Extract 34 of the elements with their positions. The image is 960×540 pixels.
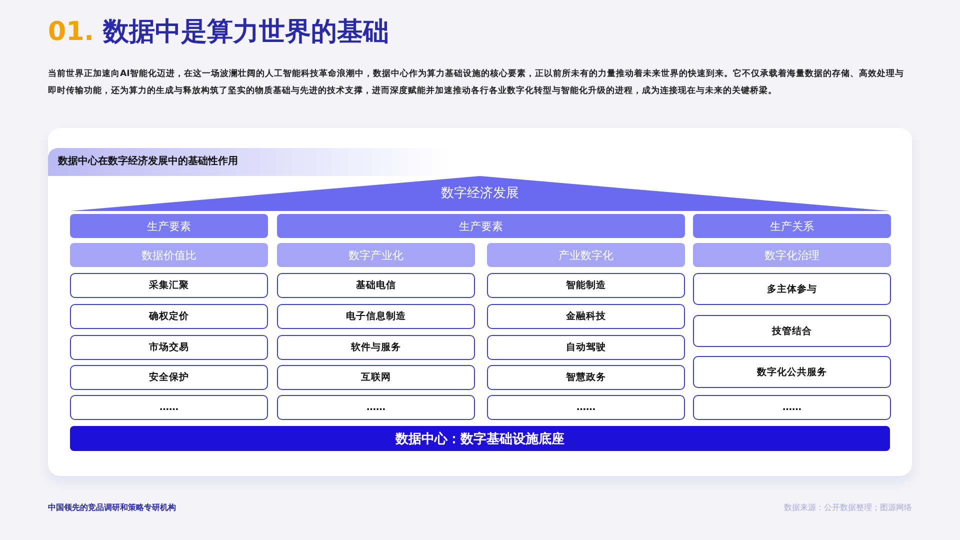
- item-box: 市场交易: [70, 335, 268, 360]
- category-header: 生产要素: [70, 214, 268, 238]
- intro-paragraph: 当前世界正加速向AI智能化迈进，在这一场波澜壮阔的人工智能科技革命浪潮中，数据中心作为算力基础设施的核心要素，正以前所未有的力量推动着未来世界的快速到来。它不仅承载着海量数据的存储、高效处理与即时传输功能，还为算力的生成与释放构筑了坚实的物质基础与先进的技术支撑，进而深度赋能并加速推动各行各业数字化转型与智能化升级的进程，成为连接现在与未来的关键桥梁。: [48, 68, 905, 98]
- panel-heading: 数据中心在数字经济发展中的基础性作用: [58, 154, 238, 168]
- item-box: 电子信息制造: [277, 304, 475, 329]
- subcategory-header: 数字化治理: [693, 243, 891, 267]
- item-box: ……: [487, 395, 685, 420]
- footer-tagline: 中国领先的竞品调研和策略专研机构: [48, 502, 176, 513]
- item-box: 金融科技: [487, 304, 685, 329]
- subcategory-header: 产业数字化: [487, 243, 685, 267]
- item-box: 技管结合: [693, 315, 891, 347]
- item-box: 软件与服务: [277, 335, 475, 360]
- category-header: 生产关系: [693, 214, 891, 238]
- item-box: 智慧政务: [487, 365, 685, 390]
- item-box: ……: [70, 395, 268, 420]
- category-header: 生产要素: [277, 214, 685, 238]
- item-box: 安全保护: [70, 365, 268, 390]
- foundation-bar: 数据中心：数字基础设施底座: [70, 426, 890, 451]
- item-box: 互联网: [277, 365, 475, 390]
- item-box: ……: [277, 395, 475, 420]
- item-box: 基础电信: [277, 273, 475, 298]
- item-box: 确权定价: [70, 304, 268, 329]
- item-box: 自动驾驶: [487, 335, 685, 360]
- item-box: ……: [693, 395, 891, 420]
- item-box: 智能制造: [487, 273, 685, 298]
- roof-label: 数字经济发展: [441, 185, 519, 202]
- item-box: 多主体参与: [693, 273, 891, 305]
- item-box: 采集汇聚: [70, 273, 268, 298]
- source-note: 数据来源：公开数据整理；图源网络: [784, 502, 912, 513]
- item-box: 数字化公共服务: [693, 356, 891, 388]
- slide-title: 01. 数据中是算力世界的基础: [48, 16, 390, 49]
- subcategory-header: 数字产业化: [277, 243, 475, 267]
- diagram-card: [48, 128, 912, 476]
- subcategory-header: 数据价值比: [70, 243, 268, 267]
